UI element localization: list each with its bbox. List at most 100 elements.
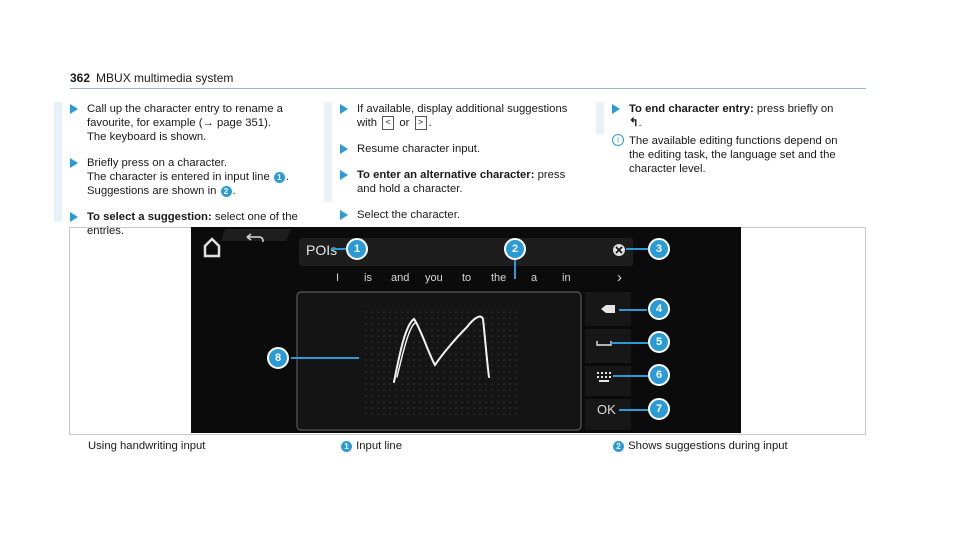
callout-marker: 4: [648, 298, 670, 320]
step-arrow-icon: [70, 158, 78, 168]
step-heading: To end character entry:: [629, 103, 754, 115]
step-text: To select a suggestion: select one of th…: [87, 210, 315, 224]
step-text: Select the character.: [357, 209, 460, 222]
input-text: POIs: [306, 242, 338, 258]
step-item: Briefly press on a character. The charac…: [70, 156, 315, 198]
step-text: Resume character input.: [357, 143, 481, 156]
step-item: Resume character input.: [340, 142, 580, 156]
home-icon[interactable]: [203, 237, 221, 258]
callout-line: [613, 375, 648, 377]
step-arrow-icon: [70, 212, 78, 222]
callout-line: [626, 248, 648, 250]
callout-marker: 2: [504, 238, 526, 260]
note-text: The available editing functions depend o…: [629, 135, 838, 147]
callout-line: [291, 357, 359, 359]
suggestion-item[interactable]: you: [425, 272, 443, 284]
ok-button[interactable]: [585, 399, 631, 430]
step-text: ↰.: [629, 116, 862, 130]
note-text: character level.: [629, 163, 706, 175]
step-bar: [324, 102, 332, 202]
space-button[interactable]: [585, 329, 631, 363]
step-text: entries.: [87, 225, 125, 237]
input-line[interactable]: [299, 238, 633, 266]
page-header: 362 MBUX multimedia system: [70, 71, 233, 85]
text: favourite, for example (: [87, 117, 203, 129]
callout-line: [331, 248, 347, 250]
legend-item-2: 2 Shows suggestions during input: [612, 440, 788, 452]
text: .: [232, 185, 236, 197]
suggestion-item[interactable]: the: [491, 272, 507, 284]
handwriting-screen: POIs I is and you to the a in › OK 1 2 3…: [191, 227, 741, 433]
suggestion-item[interactable]: a: [531, 272, 538, 284]
instructions-column-3: To end character entry: press briefly on…: [596, 102, 862, 188]
cross-ref-arrow-icon: →: [202, 117, 214, 129]
step-text: To end character entry: press briefly on: [629, 102, 862, 116]
callout-marker: 3: [648, 238, 670, 260]
step-arrow-icon: [612, 104, 620, 114]
step-arrow-icon: [340, 210, 348, 221]
step-item: If available, display additional suggest…: [340, 102, 580, 131]
step-result: Suggestions are shown in 2.: [87, 184, 315, 198]
text: with: [357, 117, 381, 129]
step-arrow-icon: [340, 104, 348, 114]
step-heading: To select a suggestion:: [87, 211, 212, 223]
suggestion-item[interactable]: to: [462, 272, 472, 284]
suggestion-item[interactable]: is: [364, 272, 372, 284]
info-note: i The available editing functions depend…: [612, 134, 862, 176]
text: Suggestions are shown in: [87, 185, 220, 197]
callout-marker: 1: [346, 238, 368, 260]
suggestion-item[interactable]: I: [336, 272, 340, 284]
step-item: Select the character.: [340, 208, 580, 222]
step-arrow-icon: [70, 104, 78, 114]
more-suggestions-chevron-icon[interactable]: ›: [617, 269, 622, 286]
return-icon: ↰: [629, 117, 639, 129]
step-text: Call up the character entry to rename a: [87, 103, 283, 115]
keyboard-icon: [597, 372, 611, 382]
step-item: Call up the character entry to rename a …: [70, 102, 315, 144]
step-bar: [596, 102, 604, 134]
callout-marker: 7: [648, 398, 670, 420]
header-rule: [70, 88, 866, 89]
page-number: 362: [70, 71, 91, 85]
text: The character is entered in input line: [87, 171, 273, 183]
step-text: To enter an alternative character: press: [357, 168, 580, 182]
step-result: The keyboard is shown.: [87, 131, 207, 143]
handwriting-stroke: [393, 315, 490, 383]
callout-marker: 5: [648, 331, 670, 353]
callout-line: [514, 257, 516, 279]
callout-marker: 6: [648, 364, 670, 386]
suggestion-item[interactable]: and: [391, 272, 410, 284]
figure-caption: Using handwriting input: [88, 440, 206, 452]
ok-label: OK: [597, 402, 616, 417]
step-item: To select a suggestion: select one of th…: [70, 210, 315, 238]
step-text: and hold a character.: [357, 183, 463, 196]
suggestion-item[interactable]: in: [562, 272, 571, 284]
tab-shape: [221, 229, 291, 241]
callout-marker: 8: [267, 347, 289, 369]
step-item: To end character entry: press briefly on…: [612, 102, 862, 130]
page-title: MBUX multimedia system: [96, 71, 234, 85]
step-text: favourite, for example (→ page 351).: [87, 116, 315, 130]
callout-ref: 2: [220, 185, 232, 197]
page-ref-link[interactable]: page 351).: [213, 117, 271, 129]
text: press briefly on: [753, 103, 834, 115]
chevron-right-icon: >: [414, 116, 427, 131]
step-heading: To enter an alternative character:: [357, 169, 535, 182]
callout-line: [619, 309, 647, 311]
step-arrow-icon: [340, 144, 348, 155]
text: .: [428, 117, 432, 129]
callout-ref: 1: [341, 440, 352, 452]
callout-ref: 1: [273, 171, 285, 183]
note-text: the editing task, the language set and t…: [629, 149, 836, 161]
text: .: [638, 117, 642, 129]
text: or: [396, 117, 413, 129]
info-icon: i: [612, 134, 624, 146]
backspace-icon: [601, 305, 615, 313]
instructions-column-1: Call up the character entry to rename a …: [54, 102, 315, 250]
step-result: The character is entered in input line 1…: [87, 170, 315, 184]
back-icon[interactable]: [246, 233, 264, 242]
step-bar: [54, 102, 62, 222]
legend-item-1: 1 Input line: [340, 440, 402, 452]
text: .: [285, 171, 290, 183]
callout-line: [611, 342, 648, 344]
